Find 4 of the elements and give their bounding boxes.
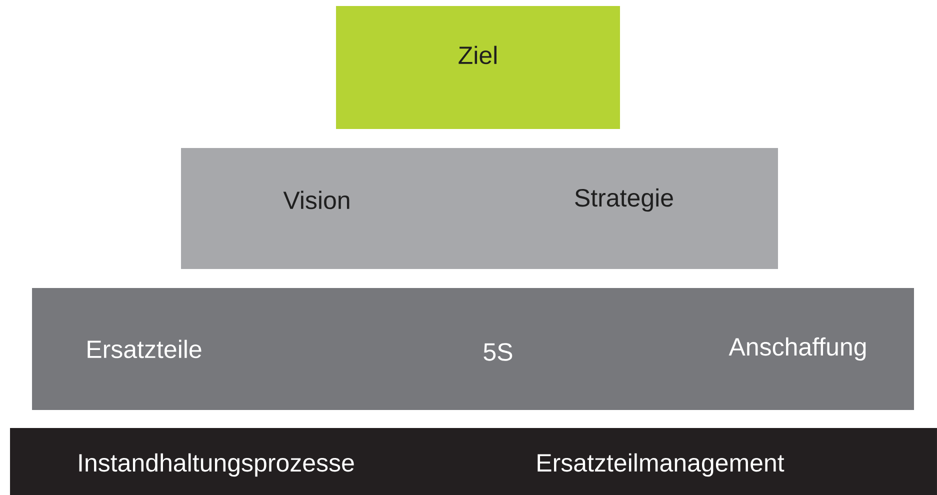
band: Ziel [336, 6, 620, 129]
band: Ersatzteile 5S Anschaffung [32, 288, 914, 410]
band: Vision Strategie [181, 148, 778, 269]
band: Instandhaltungsprozesse Ersatzteilmanagement [10, 428, 937, 495]
